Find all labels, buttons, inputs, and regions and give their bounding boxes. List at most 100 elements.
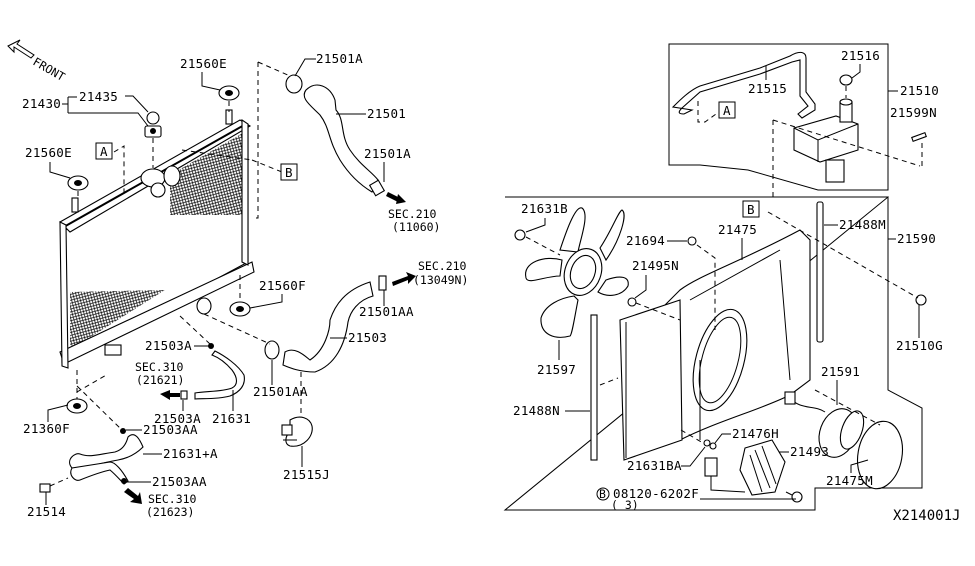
ref-marker-b-text: B	[285, 165, 293, 180]
top-pin-right	[225, 109, 233, 125]
arrow-sec310b-icon	[124, 488, 142, 504]
bolt-08120-6202f	[785, 491, 803, 503]
label-21597: 21597	[537, 362, 576, 377]
label-sec210-a-ref: (11060)	[392, 220, 440, 234]
seal-21488m	[816, 201, 824, 343]
fan-box-outline	[503, 195, 923, 511]
clip-21476h	[709, 442, 717, 450]
reservoir-cap-21516	[839, 74, 853, 86]
label-21495n: 21495N	[632, 258, 679, 273]
shroud-opening	[692, 308, 748, 412]
clip-21514	[39, 483, 51, 493]
drain-fitting	[104, 344, 122, 356]
ref-marker-a-reservoir	[718, 101, 736, 119]
screw-21694	[687, 236, 697, 246]
label-sec310-b-ref: (21623)	[146, 505, 194, 519]
ref-line-a	[113, 145, 125, 195]
strap-21599n	[911, 132, 927, 142]
label-21501: 21501	[367, 106, 406, 121]
reservoir-tank	[793, 115, 859, 163]
label-21493: 21493	[790, 444, 829, 459]
label-21560e-left: 21560E	[25, 145, 72, 160]
ref-marker-a	[95, 142, 113, 160]
label-21590: 21590	[897, 231, 936, 246]
front-arrow-icon	[7, 39, 35, 59]
label-21631b: 21631B	[521, 201, 568, 216]
mount-grommet-21560e-top	[218, 85, 240, 112]
clip-21631ba	[703, 439, 711, 447]
label-21516: 21516	[841, 48, 880, 63]
label-21514: 21514	[27, 504, 66, 519]
label-sec310-b: SEC.310	[148, 492, 197, 506]
circled-b-text: B	[599, 487, 606, 501]
label-21591: 21591	[821, 364, 860, 379]
upper-hose-21501	[285, 74, 406, 204]
radiator-right-side	[241, 118, 249, 266]
clip-21515j	[281, 416, 313, 447]
fan-motor-21591	[784, 391, 865, 458]
label-sec310-a: SEC.310	[135, 360, 184, 374]
arrow-sec310a-icon	[160, 390, 180, 400]
label-21515j: 21515J	[283, 467, 330, 482]
label-21510: 21510	[900, 83, 939, 98]
clip-21495n	[627, 297, 637, 307]
reservoir-hose-21515	[671, 51, 816, 119]
fan-shroud-21475	[639, 229, 811, 441]
left-labels: 21430 21435 21560E 21560E 21501A 21501 2…	[22, 51, 468, 519]
label-21631a: 21631+A	[163, 446, 218, 461]
label-21501a-mid: 21501A	[364, 146, 411, 161]
label-08120-6202f: 08120-6202F	[613, 486, 699, 501]
clamp-21501aa-bottom	[264, 340, 280, 360]
label-21476h: 21476H	[732, 426, 779, 441]
ref-marker-b	[280, 163, 298, 181]
ref-marker-a-reservoir-text: A	[723, 103, 731, 118]
reservoir-box: A 21516 21515 21510 21599N	[668, 43, 939, 200]
label-21515: 21515	[748, 81, 787, 96]
label-bolt-qty: ( 3)	[611, 498, 639, 512]
hose-21631	[160, 315, 245, 400]
clamp-21501aa-right	[378, 275, 387, 291]
condenser-panel	[619, 299, 683, 461]
mount-grommet-21360f	[66, 370, 88, 414]
front-label: FRONT	[31, 54, 68, 83]
label-21501aa-right: 21501AA	[359, 304, 414, 319]
label-21360f: 21360F	[23, 421, 70, 436]
circled-b-icon	[596, 487, 610, 501]
label-sec310-a-ref: (21621)	[136, 373, 184, 387]
label-21560f: 21560F	[259, 278, 306, 293]
ref-marker-b-fan	[742, 200, 760, 218]
hose-21631a	[39, 373, 144, 504]
fan-21597	[525, 207, 629, 338]
label-sec210-b: SEC.210	[418, 259, 467, 273]
label-21435: 21435	[79, 89, 118, 104]
connector	[704, 457, 718, 477]
label-21599n: 21599N	[890, 105, 937, 120]
lower-outlet	[196, 297, 212, 315]
radiator	[59, 109, 255, 369]
arrow-sec210-icon	[386, 192, 400, 202]
hose-21501	[303, 84, 379, 193]
seal-21488n	[590, 314, 598, 461]
label-21488n: 21488N	[513, 403, 560, 418]
cap-icon	[146, 111, 160, 125]
label-21503a-top: 21503A	[145, 338, 192, 353]
arrow-sec210b-icon	[392, 272, 416, 286]
label-21510g: 21510G	[896, 338, 943, 353]
clamp-21503a-bottom	[180, 390, 188, 400]
label-21475m: 21475M	[826, 473, 873, 488]
label-21501a-top: 21501A	[316, 51, 363, 66]
drawing-id: X214001J	[893, 508, 960, 524]
clamp-21501a-top	[285, 74, 303, 94]
ref-marker-a-text: A	[100, 144, 108, 159]
label-21488m: 21488M	[839, 217, 886, 232]
radiator-mesh-top	[170, 130, 248, 215]
top-pin-left	[71, 197, 79, 213]
front-direction-arrow: FRONT	[7, 39, 68, 84]
label-21631ba: 21631BA	[627, 458, 682, 473]
label-21503aa-top: 21503AA	[143, 422, 198, 437]
mount-grommet-21560e-left	[67, 175, 89, 198]
label-21503aa-bottom: 21503AA	[152, 474, 207, 489]
label-21475: 21475	[718, 222, 757, 237]
lower-hose-21503	[203, 272, 416, 418]
